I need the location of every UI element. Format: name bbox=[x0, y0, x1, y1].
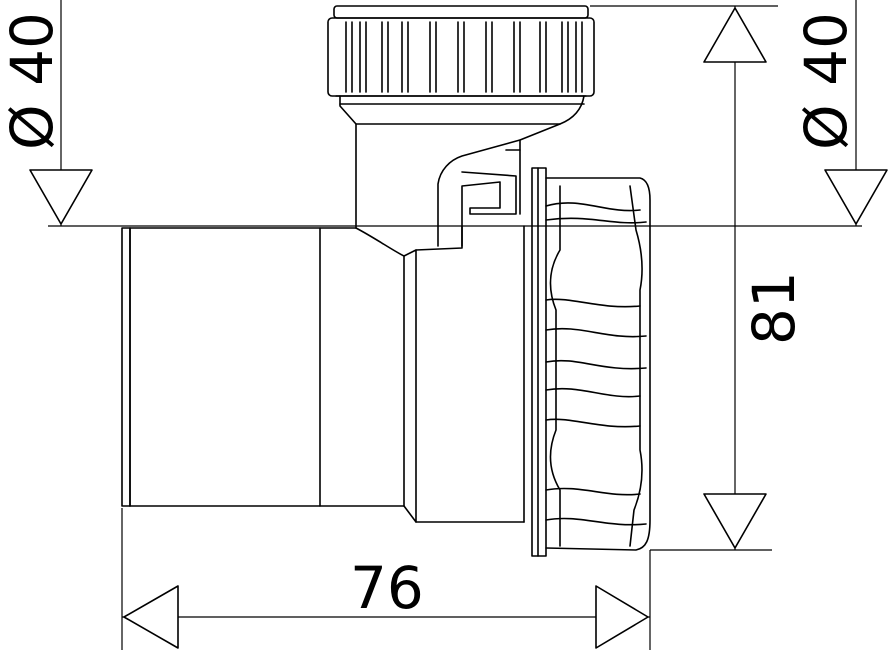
arrow-width-right bbox=[595, 585, 649, 649]
height-label: 81 bbox=[740, 271, 808, 345]
dimension-labels: Ø 40 Ø 40 81 76 bbox=[0, 12, 860, 622]
right-nut bbox=[531, 167, 651, 557]
right-diameter-label: Ø 40 bbox=[792, 12, 860, 150]
dimension-lines bbox=[48, 0, 862, 650]
arrow-height-bottom bbox=[703, 493, 767, 549]
arrow-width-left bbox=[123, 585, 179, 649]
top-nut bbox=[327, 5, 595, 105]
left-pipe bbox=[121, 227, 131, 507]
arrow-right-diameter bbox=[824, 169, 888, 225]
fitting-body bbox=[121, 95, 585, 523]
arrow-height-top bbox=[703, 7, 767, 63]
dimension-arrows bbox=[29, 7, 888, 649]
left-diameter-label: Ø 40 bbox=[0, 12, 66, 150]
width-label: 76 bbox=[350, 554, 424, 622]
arrow-left-diameter bbox=[29, 169, 93, 225]
